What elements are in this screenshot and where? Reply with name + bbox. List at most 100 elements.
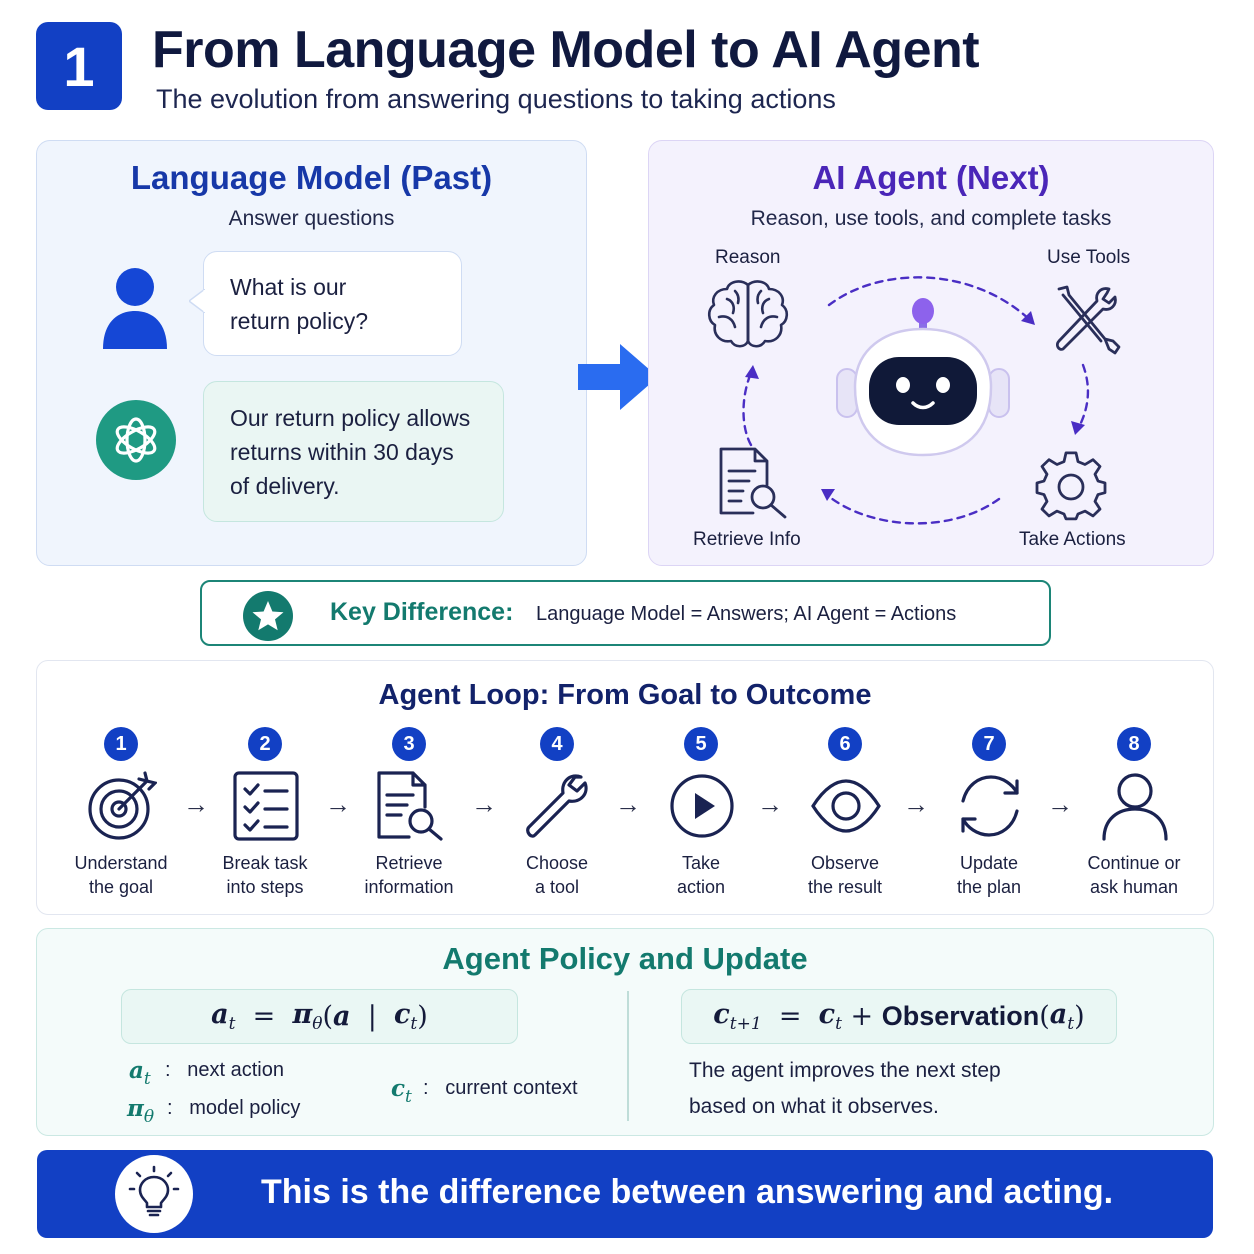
question-bubble: What is our return policy? — [203, 251, 462, 356]
question-line: What is our — [230, 273, 347, 300]
step-label-line: Retrieve — [375, 853, 443, 873]
legend-text-value: next action — [187, 1059, 284, 1081]
step-label-line: Understand — [74, 853, 168, 873]
step-label-line: Update — [959, 853, 1019, 873]
step-arrow-icon: → — [325, 789, 351, 819]
agent-loop-panel: Agent Loop: From Goal to Outcome 1 Under… — [36, 660, 1214, 915]
wrench-icon — [526, 774, 588, 838]
step-label: Update the plan — [919, 851, 1059, 899]
step-number: 6 — [828, 727, 862, 761]
checklist-icon — [233, 771, 299, 841]
step-label-line: a tool — [534, 877, 580, 897]
bubble-pointer — [189, 289, 205, 313]
robot-icon — [836, 298, 1010, 457]
question-line: return policy? — [230, 307, 369, 334]
step-arrow-icon: → — [757, 789, 783, 819]
step-label-line: Take — [681, 853, 721, 873]
gear-icon — [1035, 451, 1107, 521]
step-label-line: into steps — [226, 877, 304, 897]
ai-agent-panel: AI Agent (Next) Reason, use tools, and c… — [648, 140, 1214, 566]
answer-bubble: Our return policy allows returns within … — [203, 381, 504, 522]
answer-line: returns within 30 days — [230, 438, 454, 465]
legend-symbol-char: c — [391, 1075, 406, 1102]
chatbot-logo-icon — [96, 400, 176, 480]
step-label-line: ask human — [1089, 877, 1179, 897]
policy-formula: at = πθ(a | ct) — [121, 989, 518, 1044]
ai-agent-subtitle: Reason, use tools, and complete tasks — [750, 207, 1112, 230]
answer-line: Our return policy allows — [230, 404, 471, 431]
step-label: Choose a tool — [487, 851, 627, 899]
conclusion-banner: This is the difference between answering… — [37, 1150, 1213, 1238]
step-label-line: Choose — [525, 853, 589, 873]
step-label-line: action — [676, 877, 726, 897]
policy-title: Agent Policy and Update — [442, 941, 808, 976]
policy-note-line: based on what it observes. — [689, 1095, 939, 1118]
section-number: 1 — [63, 34, 95, 98]
step-arrow-icon: → — [903, 789, 929, 819]
step-label: Break task into steps — [195, 851, 335, 899]
legend-symbol: ct — [391, 1075, 412, 1107]
user-icon — [103, 268, 167, 349]
ai-agent-title: AI Agent (Next) — [812, 159, 1050, 196]
policy-note-line: The agent improves the next step — [689, 1059, 1001, 1082]
conclusion-text: This is the difference between answering… — [261, 1173, 1114, 1211]
retrieve-info-label: Retrieve Info — [693, 529, 801, 550]
observation-word: Observation — [881, 1001, 1040, 1031]
document-search-icon — [377, 771, 443, 841]
step-label-line: Observe — [810, 853, 880, 873]
tools-icon — [1055, 285, 1121, 355]
step-label: Understand the goal — [51, 851, 191, 899]
step-label-line: the result — [807, 877, 883, 897]
legend-symbol-sub: θ — [143, 1107, 155, 1127]
section-number-badge: 1 — [36, 22, 122, 110]
policy-divider — [627, 991, 629, 1121]
legend-symbol: πθ — [127, 1095, 154, 1127]
step-arrow-icon: → — [183, 789, 209, 819]
person-icon — [1102, 773, 1168, 841]
key-difference-title: Key Difference: — [330, 598, 514, 626]
legend-symbol: at — [129, 1057, 151, 1089]
language-model-panel: Language Model (Past) Answer questions W… — [36, 140, 587, 566]
step-label-line: Break task — [222, 853, 308, 873]
step-number: 4 — [540, 727, 574, 761]
document-search-icon — [719, 447, 787, 519]
star-icon — [243, 591, 293, 641]
brain-icon — [707, 280, 789, 348]
step-number: 3 — [392, 727, 426, 761]
legend-text: : model policy — [167, 1097, 301, 1119]
step-number: 7 — [972, 727, 1006, 761]
language-model-subtitle: Answer questions — [228, 207, 395, 230]
legend-text: : current context — [423, 1077, 578, 1099]
legend-text-value: current context — [445, 1077, 578, 1099]
page-title: From Language Model to AI Agent — [152, 21, 980, 79]
answer-line: of delivery. — [230, 472, 340, 499]
step-label-line: Continue or — [1087, 853, 1181, 873]
step-arrow-icon: → — [471, 789, 497, 819]
step-label: Take action — [631, 851, 771, 899]
step-label: Retrieve information — [339, 851, 479, 899]
take-actions-label: Take Actions — [1019, 529, 1126, 550]
step-arrow-icon: → — [615, 789, 641, 819]
transition-arrow-icon — [578, 344, 658, 410]
step-label: Continue or ask human — [1064, 851, 1204, 899]
language-model-title: Language Model (Past) — [130, 159, 493, 196]
step-number: 1 — [104, 727, 138, 761]
refresh-icon — [961, 775, 1019, 837]
use-tools-label: Use Tools — [1047, 247, 1131, 268]
lightbulb-icon — [128, 1165, 180, 1217]
step-number: 2 — [248, 727, 282, 761]
legend-text-value: model policy — [189, 1097, 301, 1119]
key-difference-box: Key Difference: Language Model = Answers… — [200, 580, 1051, 646]
step-number: 8 — [1117, 727, 1151, 761]
key-difference-text: Language Model = Answers; AI Agent = Act… — [536, 603, 957, 625]
legend-symbol-char: a — [129, 1057, 144, 1084]
step-label-line: the goal — [88, 877, 154, 897]
legend-symbol-sub: t — [143, 1069, 151, 1089]
page-subtitle: The evolution from answering questions t… — [156, 84, 836, 114]
target-icon — [88, 771, 157, 840]
step-label-line: the plan — [956, 877, 1022, 897]
policy-panel: Agent Policy and Update at = πθ(a | ct) … — [36, 928, 1214, 1136]
legend-symbol-char: π — [127, 1095, 144, 1122]
step-number: 5 — [684, 727, 718, 761]
step-label-line: information — [364, 877, 454, 897]
